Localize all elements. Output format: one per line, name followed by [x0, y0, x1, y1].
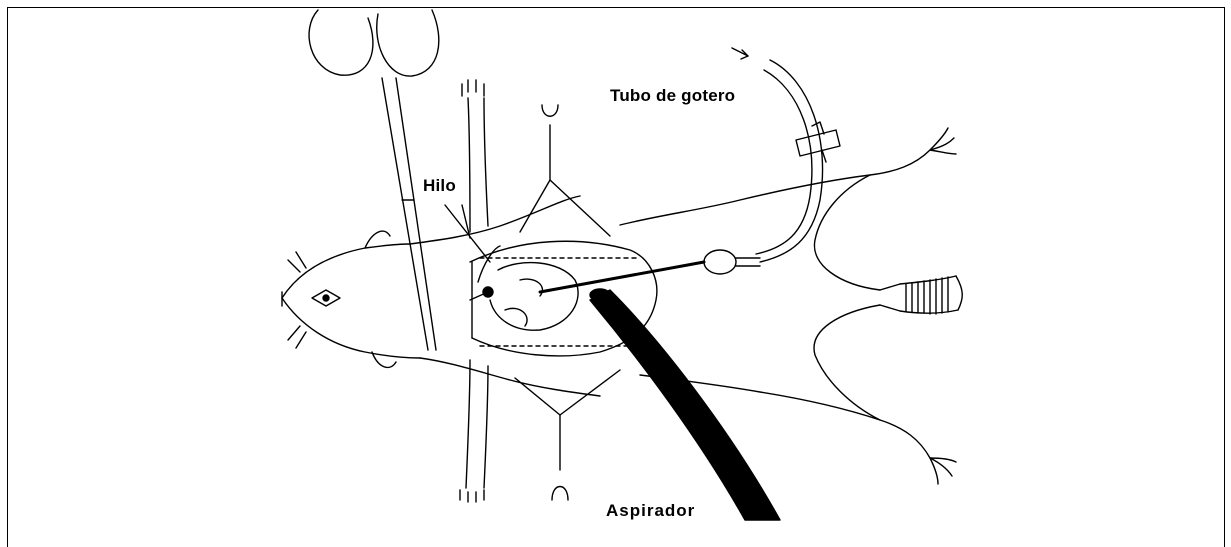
label-thread: Hilo [423, 176, 456, 196]
rat-tail [900, 276, 962, 314]
label-aspirator: Aspirador [606, 501, 695, 521]
drip-tube [540, 48, 840, 292]
label-drip-tube: Tubo de gotero [610, 86, 735, 106]
aspirator-tube [590, 289, 780, 520]
